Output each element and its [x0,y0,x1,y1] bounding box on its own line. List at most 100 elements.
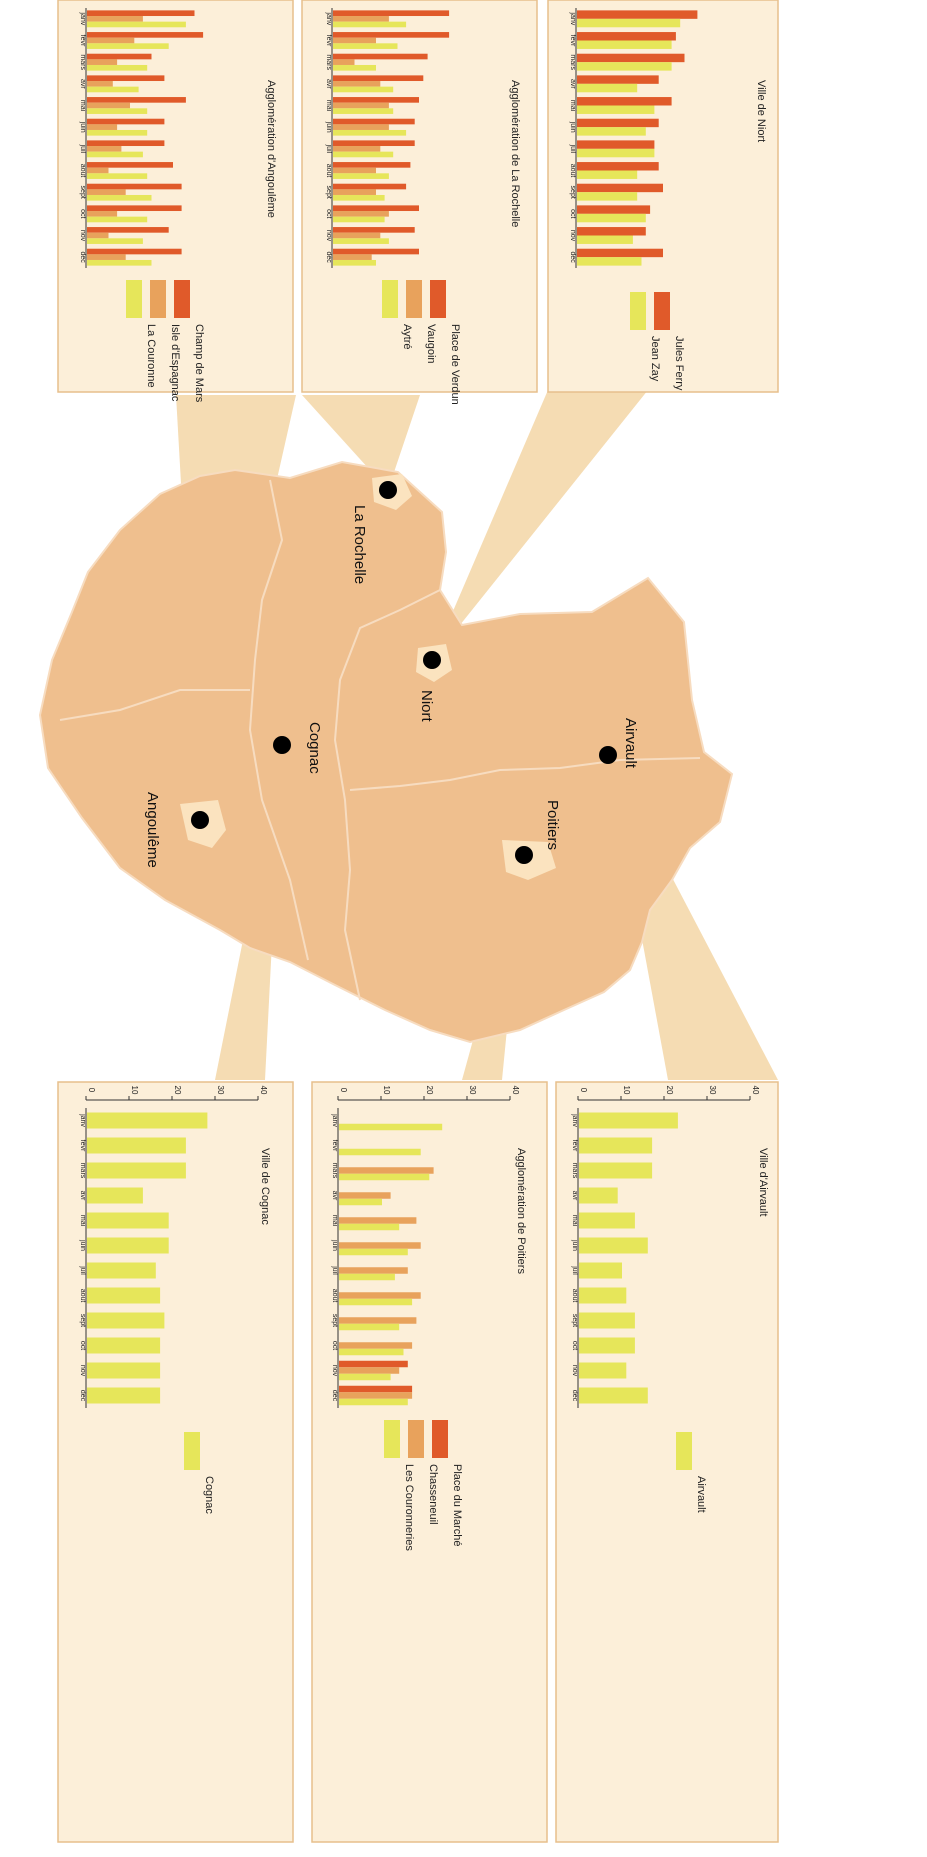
city-dot-poitiers [515,846,533,864]
bar-chasseneuil [339,1367,400,1374]
bar-les-couronneries [339,1323,400,1331]
category-tick-label: nov [79,230,86,242]
category-tick-label: sept [79,1314,86,1327]
bar-vaugoin [333,16,389,22]
category-tick-label: sept [331,1314,338,1327]
city-dot-la-rochelle [379,481,397,499]
bar-les-couronneries [339,1398,408,1406]
bar-jules-ferry [577,118,659,128]
bar-jules-ferry [577,10,698,19]
legend-swatch-jean-zay [630,292,646,330]
bar-place-de-verdun [333,10,450,17]
value-tick-label: 20 [425,1086,434,1095]
bar-jules-ferry [577,140,655,149]
bar-jean-zay [577,62,672,71]
city-dot-cognac [273,736,291,754]
bar-aytre [333,151,394,158]
bar-aytre [333,64,376,71]
category-tick-label: juin [325,121,332,133]
city-label-la-rochelle: La Rochelle [351,505,368,584]
category-tick-label: mars [325,54,332,70]
bar-cognac [87,1212,169,1229]
bar-chasseneuil [339,1192,391,1199]
bar-champ-de-mars [87,75,165,82]
city-label-niort: Niort [418,690,435,723]
bar-vaugoin [333,124,389,130]
category-tick-label: oct [79,209,86,218]
category-tick-label: févr [569,35,576,47]
chart-airvault: janvfévrmarsavrmaijuinjuilaoûtseptoctnov… [571,1086,769,1513]
category-tick-label: juin [571,1239,578,1251]
bar-champ-de-mars [87,140,165,147]
chart-niort: janvfévrmarsavrmaijuinjuilaoûtseptoctnov… [569,8,767,391]
bar-chasseneuil [339,1392,413,1399]
legend-swatch-isle-d-espagnac [150,280,166,318]
legend-label-cognac: Cognac [203,1476,215,1514]
legend-label-place-du-marche: Place du Marché [451,1464,463,1547]
legend-swatch-place-du-marche [432,1420,448,1458]
bar-jean-zay [577,257,642,266]
category-tick-label: août [325,164,332,178]
legend-swatch-aytre [382,280,398,318]
chart-title: Agglomération de La Rochelle [509,80,521,227]
bar-chasseneuil [339,1267,408,1274]
bar-aytre [333,108,394,114]
category-tick-label: oct [79,1341,86,1350]
legend-swatch-place-de-verdun [430,280,446,318]
legend-swatch-champ-de-mars [174,280,190,318]
bar-isle-d-espagnac [87,37,135,44]
chart-angouleme: janvfévrmarsavrmaijuinjuilaoûtseptoctnov… [79,8,277,403]
bar-jean-zay [577,192,638,201]
category-tick-label: déc [569,252,576,264]
bar-les-couronneries [339,1348,404,1356]
bar-isle-d-espagnac [87,189,126,195]
bar-la-couronne [87,151,143,158]
bar-airvault [579,1387,648,1404]
value-tick-label: 20 [173,1086,182,1095]
bar-cognac [87,1362,161,1379]
legend-label-la-couronne: La Couronne [145,324,157,388]
bar-la-couronne [87,129,148,136]
region-shape [38,460,734,1044]
legend-label-jules-ferry: Jules Ferry [673,336,685,391]
category-tick-label: mars [331,1163,338,1179]
bar-les-couronneries [339,1248,408,1256]
bar-airvault [579,1137,653,1154]
department-border-1 [248,479,309,961]
bar-la-couronne [87,238,143,244]
category-tick-label: janv [79,1113,86,1127]
bar-chasseneuil [339,1292,421,1299]
category-tick-label: oct [331,1341,338,1350]
bar-vaugoin [333,232,381,239]
value-tick-label: 0 [339,1088,348,1093]
bar-champ-de-mars [87,183,182,190]
bar-chasseneuil [339,1167,434,1174]
city-dot-angouleme [191,811,209,829]
bar-vaugoin [333,102,389,109]
bar-isle-d-espagnac [87,254,126,260]
bar-place-de-verdun [333,53,428,60]
category-tick-label: nov [325,230,332,242]
city-label-airvault: Airvault [622,718,639,769]
bar-aytre [333,86,394,93]
category-tick-label: mars [79,54,86,70]
bar-place-de-verdun [333,183,407,190]
category-tick-label: juil [571,1265,578,1275]
legend-swatch-chasseneuil [408,1420,424,1458]
bar-airvault [579,1362,627,1379]
value-tick-label: 20 [665,1086,674,1095]
category-tick-label: oct [571,1341,578,1350]
legend-label-les-couronneries: Les Couronneries [403,1464,415,1551]
bar-champ-de-mars [87,162,173,168]
bar-jules-ferry [577,53,685,63]
bar-aytre [333,238,389,244]
bar-jean-zay [577,127,646,136]
bar-airvault [579,1312,635,1329]
bar-la-couronne [87,194,152,201]
category-tick-label: mai [571,1215,578,1227]
bar-airvault [579,1187,618,1204]
bar-cognac [87,1237,169,1254]
category-tick-label: mars [79,1163,86,1179]
bar-place-de-verdun [333,162,411,168]
legend-swatch-la-couronne [126,280,142,318]
